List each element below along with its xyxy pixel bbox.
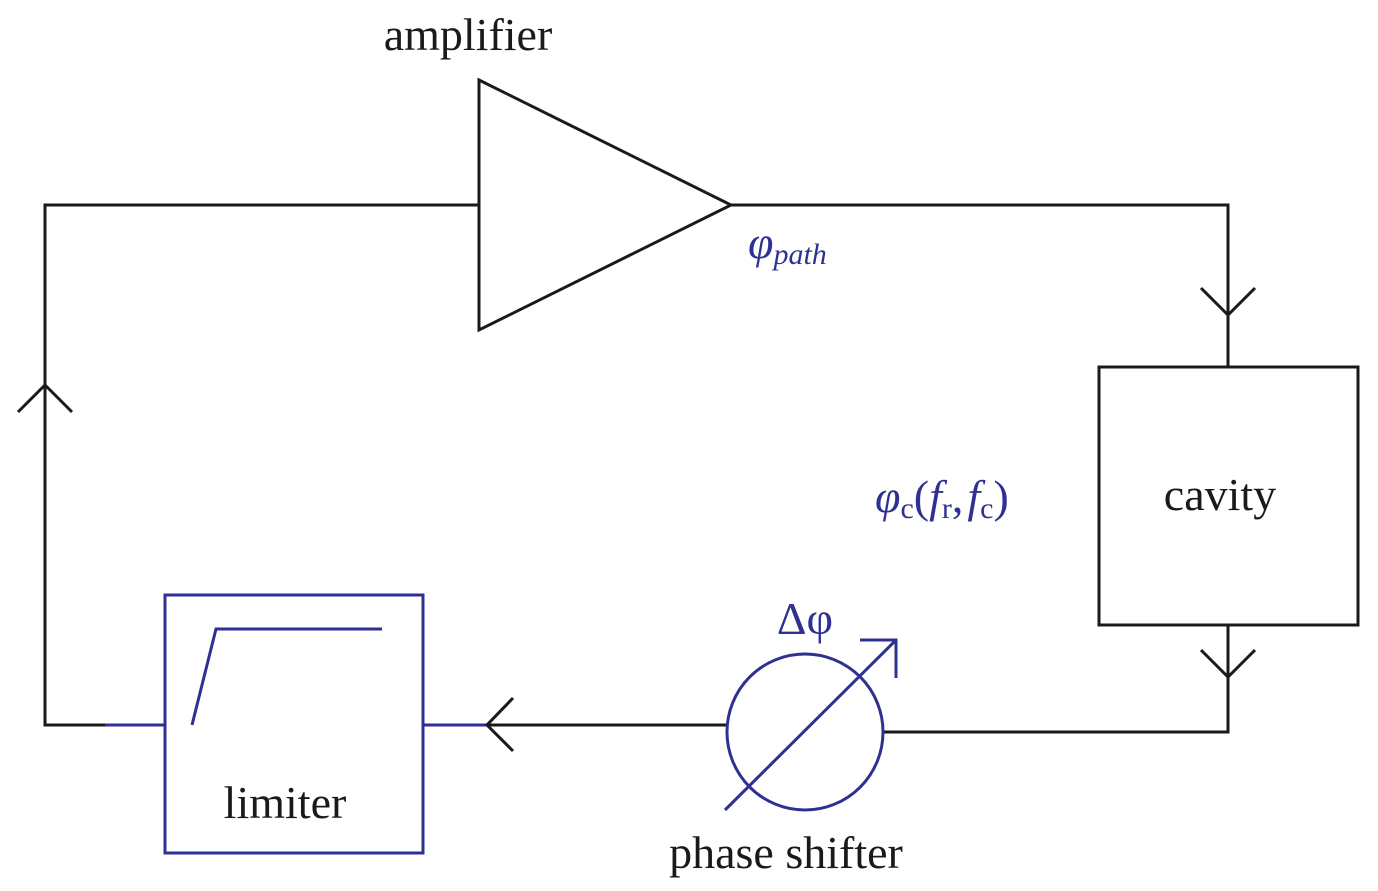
wire-cavity-to-shifter [884,625,1230,734]
limiter-label: limiter [224,777,347,828]
amplifier-triangle [477,77,735,333]
limiter-characteristic-icon [190,627,382,726]
limiter-box [163,593,425,855]
delta-phi-label: Δφ [777,593,833,644]
cavity-box [1097,365,1360,627]
arrow-head-icon [860,638,898,678]
arrow-down-icon [1199,648,1257,680]
arrow-down-icon [1199,286,1257,318]
phase-shifter-circle [725,652,885,812]
phase-shifter-label: phase shifter [669,827,903,878]
arrow-up-icon [16,382,74,414]
amplifier-label: amplifier [384,9,553,60]
phi-path-label: φpath [748,217,827,271]
phi-c-label: φc(fr,fc) [875,471,1009,525]
cavity-label: cavity [1164,469,1276,520]
phase-shifter-adjust-arrow [723,638,898,812]
arrow-left-icon [484,696,515,753]
wire-amp-to-cavity [731,203,1230,367]
wire-left-loop [43,203,479,727]
